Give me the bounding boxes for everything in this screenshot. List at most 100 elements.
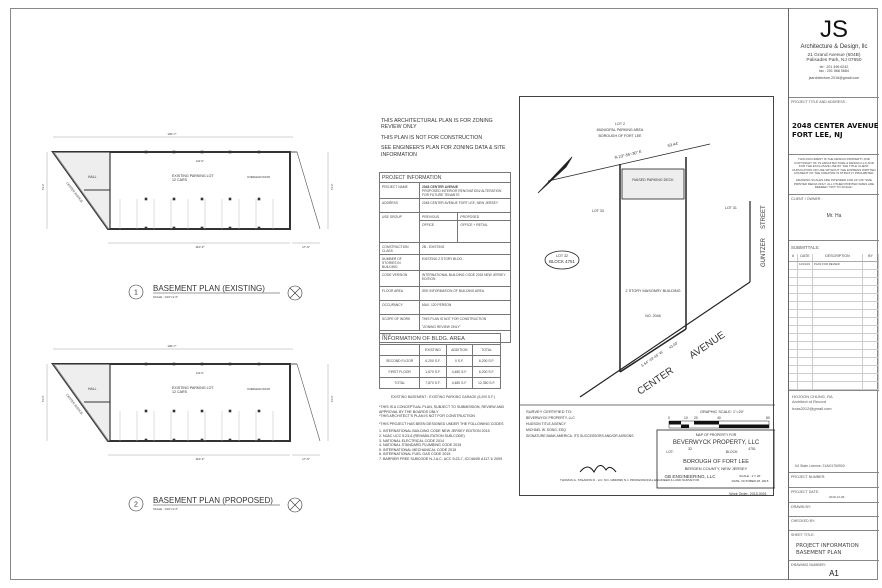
county: BERGEN COUNTY, NEW JERSEY	[685, 466, 748, 471]
submittal-cell	[798, 286, 813, 293]
certified-item: MICHAEL W. SONG, ESQ.	[526, 428, 567, 432]
tick: 0	[668, 416, 670, 420]
label: FLOOR AREA	[379, 286, 420, 301]
submittal-cell	[789, 270, 798, 277]
submittal-cell	[798, 374, 813, 381]
firm-info: JS Architecture & Design, llc 21 Grand A…	[789, 8, 879, 98]
column	[257, 438, 261, 442]
submittal-cell	[863, 270, 879, 277]
submittal-cell	[798, 302, 813, 309]
submittal-row	[789, 270, 879, 278]
dimension-side: 51'-2"	[41, 395, 45, 402]
tick: 10	[684, 416, 688, 420]
submittal-cell	[798, 326, 813, 333]
submittal-row	[789, 286, 879, 294]
owner: BEVERWYCK PROPERTY, LLC	[673, 440, 760, 446]
submittal-cell	[813, 278, 863, 285]
table-cell: 6,200 S.F.	[472, 355, 501, 367]
submittal-cell	[813, 350, 863, 357]
label: PROJECT NAME	[379, 182, 420, 199]
column	[228, 150, 232, 154]
certified-item: HUDSON TITLE AGENCY	[526, 422, 567, 426]
label: 2 STORY MASONRY BUILDING	[625, 289, 680, 293]
column	[257, 362, 261, 366]
label: N 23°-55'-30" E	[614, 149, 642, 160]
label: LOT:	[666, 450, 673, 454]
door-label: OVERHEAD DOOR	[247, 387, 270, 391]
certified-item: SIGNATURE BANK AMERICA, ITS SUCCESSORS A…	[526, 434, 634, 438]
column-header: EXISTING	[419, 344, 447, 356]
column	[172, 226, 176, 230]
submittal-cell	[813, 334, 863, 341]
submittal-cell	[789, 326, 798, 333]
hall-label: HALL	[88, 387, 97, 391]
submittal-cell	[813, 318, 863, 325]
submittal-cell	[863, 310, 879, 317]
submittal-cell	[789, 318, 798, 325]
column	[200, 226, 204, 230]
plan-title: BASEMENT PLAN (PROPOSED)	[153, 496, 273, 505]
submittal-cell	[813, 286, 863, 293]
label: USE GROUP	[379, 212, 420, 243]
property-line-top	[547, 143, 711, 182]
firm-logo: JS	[819, 16, 848, 43]
submittal-cell	[813, 270, 863, 277]
submittal-row	[789, 318, 879, 326]
dimension-bottom: 110'-3"	[195, 245, 204, 249]
client: CLIENT / OWNER : Mr. Ha	[789, 195, 879, 241]
general-note: *THIS ARCHITECT'S PLAN IS NOT FOR CONSTR…	[379, 414, 475, 419]
certified-label: SURVEY CERTIFIED TO:	[526, 409, 572, 414]
column-header: TOTAL	[472, 344, 501, 356]
project-address: 2048 CENTER AVENUE	[792, 122, 879, 130]
column	[200, 409, 204, 413]
submittal-cell	[798, 278, 813, 285]
column	[257, 150, 261, 154]
project-title: PROJECT TITLE AND ADDRESS : 2048 CENTER …	[789, 98, 879, 155]
code-item: 4. NATIONAL STANDARD PLUMBING CODE 2015	[379, 443, 462, 448]
north-arrow-icon	[289, 287, 301, 299]
drawn-by: DRAWN BY:	[789, 503, 879, 517]
certified-item: BEVERWYCK PROPERTY, LLC	[526, 416, 575, 420]
stair-area	[53, 364, 110, 441]
submittal-cell	[789, 382, 798, 389]
street-label: CENTER	[636, 365, 676, 397]
architect-name: HOJOON CHUNG, RA	[792, 394, 833, 399]
label: CHECKED BY:	[791, 519, 816, 523]
submittal-row	[789, 374, 879, 382]
column	[144, 226, 148, 230]
value: 32	[688, 447, 692, 451]
submittal-cell	[798, 382, 813, 389]
project-city: FORT LEE, NJ	[792, 131, 843, 139]
value: OFFICE	[418, 220, 459, 243]
submittal-cell	[798, 358, 813, 365]
label: BLOCK 4751	[549, 259, 575, 264]
table-cell: 1,670 S.F.	[419, 366, 447, 378]
hall-label: HALL	[88, 175, 97, 179]
codes-list: 1. INTERNATIONAL BUILDING CODE NEW JERSE…	[379, 429, 514, 461]
checked-by: CHECKED BY:	[789, 517, 879, 531]
value: THIS PLAN IS NOT FOR CONSTRUCTION	[422, 316, 487, 321]
architect-email: hcas2012@gmail.com	[792, 406, 832, 411]
north-arrow-icon	[289, 499, 301, 511]
note-engineer: SEE ENGINEER'S PLAN FOR ZONING DATA & SI…	[381, 145, 506, 158]
dimension-top: 100'-7"	[167, 132, 176, 136]
column	[144, 409, 148, 413]
basement-plan-proposed: 100'-7"110'-3"17'-9"110'-6"51'-2"51'-2"E…	[41, 344, 334, 513]
stair-area	[53, 152, 110, 229]
label: LOT 2	[615, 122, 625, 126]
building-outline	[51, 363, 291, 442]
submittal-cell	[813, 326, 863, 333]
survey-map: LOT 2 MUNICIPAL PARKING AREA BOROUGH OF …	[519, 96, 776, 496]
label: PROPOSED	[457, 212, 511, 221]
column	[172, 150, 176, 154]
label: PROJECT TITLE AND ADDRESS :	[791, 100, 847, 104]
column-header	[378, 344, 421, 356]
table-cell: 4,480 S.F.	[445, 377, 474, 389]
street-label: GUNTZER	[761, 237, 767, 267]
project-date: PROJECT DATE:2019-12-09	[789, 488, 879, 503]
north-arrow-icon	[287, 285, 303, 301]
column	[200, 150, 204, 154]
